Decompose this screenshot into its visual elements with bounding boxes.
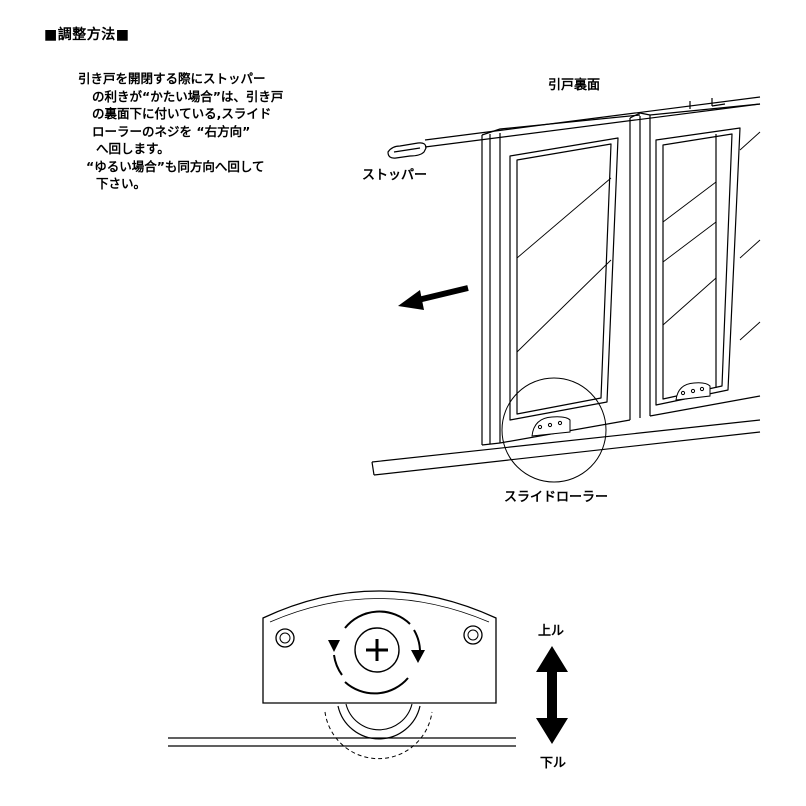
rotation-arrows-icon bbox=[328, 610, 425, 695]
instruction-line: “ゆるい場合”も同方向へ回して bbox=[86, 158, 265, 174]
slide-roller-mount bbox=[675, 382, 711, 401]
right-door-frame bbox=[649, 103, 761, 417]
slide-roller-mount bbox=[531, 416, 571, 437]
instructions-text: 引き戸を開閉する際にストッパー の利きが“かたい場合”は、引き戸 の裏面下に付い… bbox=[78, 70, 283, 193]
up-label: 上ル bbox=[538, 624, 565, 639]
instruction-line: ローラーのネジを “右方向” bbox=[92, 123, 251, 139]
roller-magnifier-circle bbox=[501, 377, 607, 483]
slide-roller-label: スライドローラー bbox=[504, 490, 609, 505]
stopper-label: ストッパー bbox=[362, 168, 428, 183]
page-title: ■調整方法■ bbox=[44, 27, 130, 43]
roller-detail bbox=[168, 590, 516, 760]
left-door-frame bbox=[481, 112, 651, 446]
up-down-arrow-icon bbox=[536, 646, 568, 744]
down-label: 下ル bbox=[540, 756, 567, 771]
stopper-part bbox=[387, 142, 427, 159]
left-glass-panel bbox=[509, 137, 619, 421]
instruction-line: へ回します。 bbox=[96, 141, 170, 156]
instruction-line: の利きが“かたい場合”は、引き戸 bbox=[92, 88, 284, 104]
instruction-line: の裏面下に付いている,スライド bbox=[92, 106, 272, 121]
instruction-line: 下さい。 bbox=[96, 176, 147, 191]
bottom-rail bbox=[371, 419, 761, 476]
top-rail bbox=[424, 96, 761, 148]
open-direction-arrow-icon bbox=[398, 285, 469, 310]
door-back-label: 引戸裏面 bbox=[548, 78, 601, 93]
instruction-line: 引き戸を開閉する際にストッパー bbox=[78, 71, 266, 86]
